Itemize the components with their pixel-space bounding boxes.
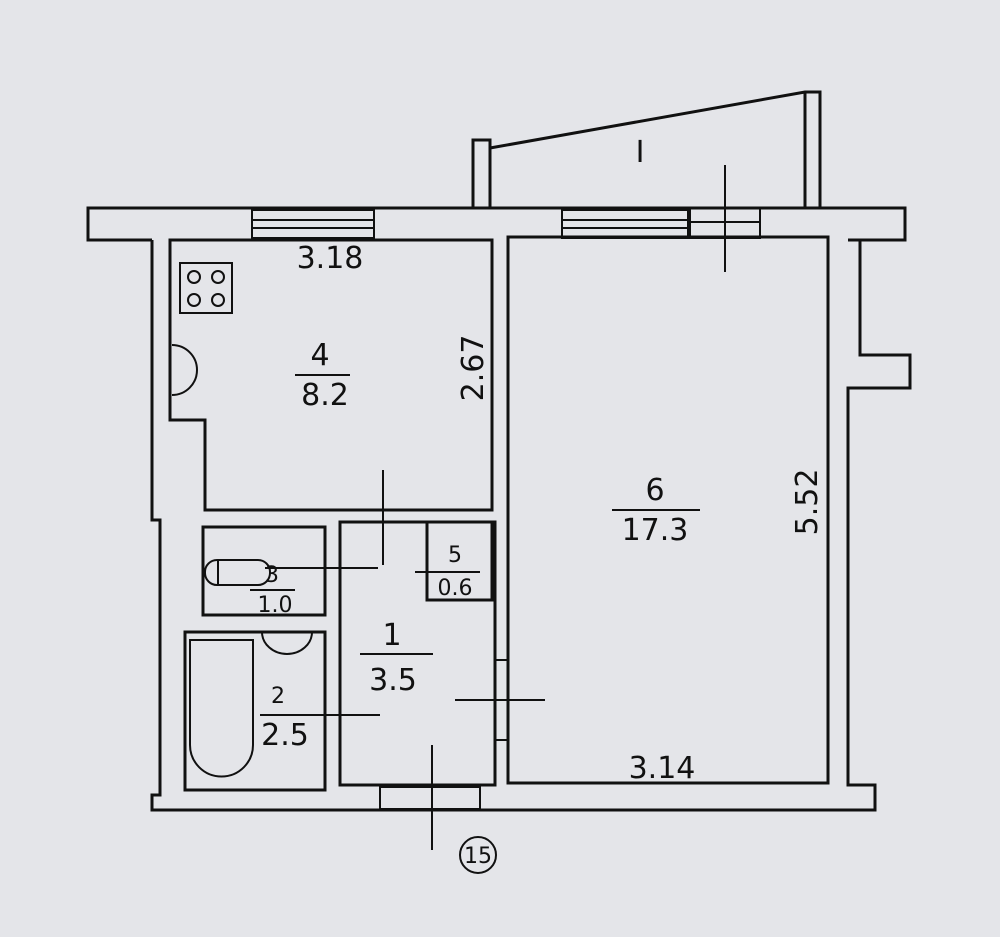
dimension-kitchen-length: 2.67	[456, 335, 491, 402]
room-1-area: 3.5	[369, 663, 417, 698]
room-3-area: 1.0	[258, 593, 293, 618]
room-5-area: 0.6	[438, 576, 473, 601]
sink-icon	[171, 344, 198, 396]
room-4-number: 4	[310, 338, 329, 373]
dimension-kitchen-width: 3.18	[297, 241, 364, 276]
room-2-area: 2.5	[261, 718, 309, 753]
room-6-number: 6	[645, 473, 664, 508]
balcony-label: I	[636, 135, 645, 170]
room-4-area: 8.2	[301, 378, 349, 413]
balcony: I	[471, 90, 822, 208]
dimension-room-width: 3.14	[629, 751, 696, 786]
apartment-number: 15	[464, 844, 492, 869]
room-5-number: 5	[448, 543, 462, 568]
room-2-number: 2	[271, 684, 285, 709]
stove-icon	[179, 262, 233, 314]
dimension-room-length: 5.52	[790, 469, 825, 536]
room-3-number: 3	[265, 563, 279, 588]
room-6-area: 17.3	[622, 513, 689, 548]
walls	[86, 165, 912, 850]
bathtub-icon	[189, 639, 254, 778]
room-1-number: 1	[382, 618, 401, 653]
washbasin-icon	[261, 631, 313, 655]
toilet-icon	[204, 559, 271, 586]
